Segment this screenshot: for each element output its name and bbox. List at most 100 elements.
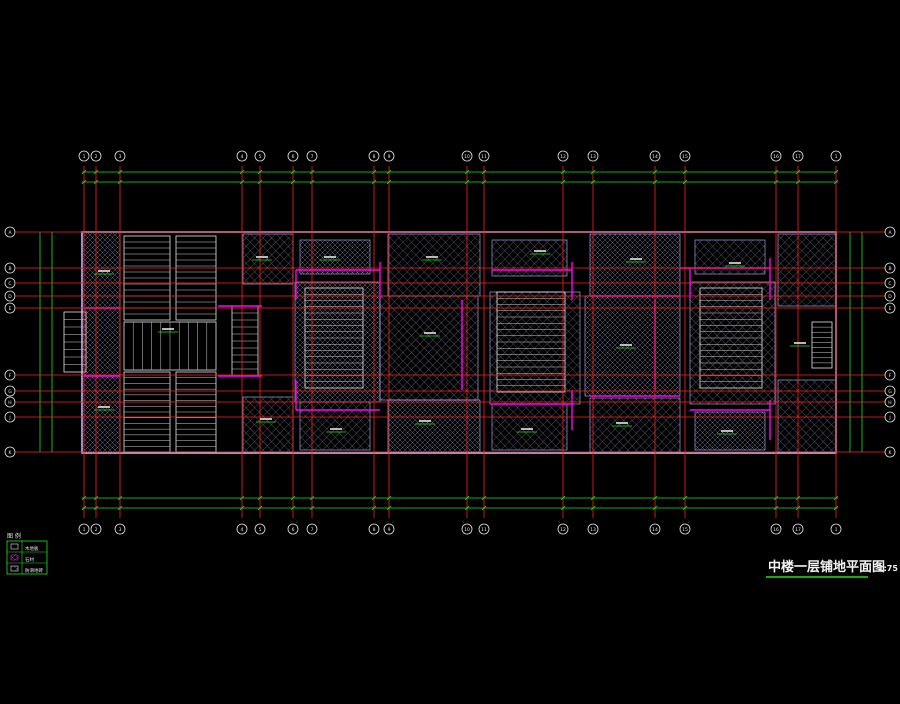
- dimension-tick: [117, 179, 123, 185]
- axis-bubble-circle: [884, 385, 896, 397]
- axis-bubble: 9: [383, 150, 395, 162]
- axis-bubble: 1: [830, 150, 842, 162]
- dimension-tick: [371, 179, 377, 185]
- axis-bubble: 14: [649, 150, 661, 162]
- dimension-tick: [81, 505, 87, 511]
- dimension-tick: [93, 495, 99, 501]
- axis-bubble-label: 1: [83, 527, 86, 533]
- axis-bubble: 3: [114, 150, 126, 162]
- axis-bubble: 4: [236, 150, 248, 162]
- axis-bubble-label: D: [888, 294, 892, 300]
- stair: [123, 371, 171, 453]
- room-label-marker: [422, 256, 442, 261]
- room-label-marker: [420, 332, 440, 337]
- axis-bubble: K: [884, 446, 896, 458]
- axis-bubble-label: 5: [259, 154, 262, 160]
- dimension-tick: [560, 169, 566, 175]
- axis-bubble-label: J: [8, 415, 10, 421]
- axis-bubble: 7: [306, 150, 318, 162]
- room-label-marker: [252, 256, 272, 261]
- dimension-tick: [290, 505, 296, 511]
- legend-swatch-wood: [10, 543, 19, 550]
- hatched-floor-zone: [242, 396, 294, 453]
- axis-bubble: 16: [770, 523, 782, 535]
- hatched-floor-zone: [584, 295, 681, 397]
- dimension-tick: [81, 495, 87, 501]
- dimension-tick: [93, 179, 99, 185]
- axis-bubble-label: 12: [560, 154, 566, 160]
- axis-bubble-circle: [4, 226, 16, 238]
- hatched-floor-zone: [387, 399, 481, 453]
- dimension-tick: [239, 179, 245, 185]
- axis-bubble-circle: [368, 523, 380, 535]
- axis-bubble-label: 10: [464, 527, 470, 533]
- dimension-tick: [481, 179, 487, 185]
- axis-bubble-circle: [114, 523, 126, 535]
- dimension-tick: [290, 495, 296, 501]
- dimension-tick: [464, 495, 470, 501]
- hatched-floor-zone: [589, 233, 681, 297]
- dimension-tick: [290, 179, 296, 185]
- dimension-tick: [590, 179, 596, 185]
- axis-bubble: 12: [557, 150, 569, 162]
- axis-bubble: 10: [461, 150, 473, 162]
- axis-bubble-circle: [461, 150, 473, 162]
- axis-bubble-circle: [557, 150, 569, 162]
- dimension-tick: [239, 169, 245, 175]
- hatched-floor-zone: [299, 401, 371, 451]
- axis-bubble-label: K: [9, 450, 13, 456]
- axis-bubble-label: 7: [311, 154, 314, 160]
- axis-bubble-label: 4: [241, 154, 244, 160]
- axis-bubble-circle: [884, 396, 896, 408]
- axis-bubble-circle: [830, 150, 842, 162]
- dimension-tick: [773, 179, 779, 185]
- axis-bubble-circle: [679, 150, 691, 162]
- dimension-tick: [257, 169, 263, 175]
- axis-bubble-circle: [884, 277, 896, 289]
- room-label-marker: [320, 256, 340, 261]
- axis-bubble-label: H: [8, 400, 11, 406]
- hatched-floor-zone: [694, 239, 766, 275]
- axis-bubble-label: 4: [241, 527, 244, 533]
- dimension-tick: [481, 495, 487, 501]
- axis-bubble-circle: [114, 150, 126, 162]
- stair: [175, 235, 217, 321]
- hatched-floor-zone: [777, 233, 837, 307]
- axis-bubble: 17: [792, 523, 804, 535]
- axis-bubble-circle: [587, 150, 599, 162]
- legend-box: [6, 540, 48, 575]
- dimension-tick: [652, 169, 658, 175]
- dimension-tick: [309, 495, 315, 501]
- axis-bubble-circle: [884, 369, 896, 381]
- axis-bubble: 13: [587, 523, 599, 535]
- axis-bubble: 8: [368, 150, 380, 162]
- room-label-marker: [94, 406, 114, 411]
- axis-bubble-circle: [884, 302, 896, 314]
- stair-outline: [811, 321, 833, 369]
- axis-bubble-circle: [4, 369, 16, 381]
- stair: [123, 321, 217, 371]
- dimension-tick: [833, 505, 839, 511]
- axis-bubble-circle: [4, 385, 16, 397]
- axis-bubble: 15: [679, 523, 691, 535]
- dimension-tick: [309, 179, 315, 185]
- dimension-tick: [795, 495, 801, 501]
- axis-bubble-circle: [478, 150, 490, 162]
- axis-bubble-label: B: [8, 266, 11, 272]
- dimension-tick: [682, 169, 688, 175]
- axis-bubble-label: 16: [773, 527, 779, 533]
- dimension-tick: [652, 505, 658, 511]
- axis-bubble: G: [884, 385, 896, 397]
- axis-bubble-circle: [287, 150, 299, 162]
- dimension-tick: [682, 505, 688, 511]
- axis-bubble: B: [884, 262, 896, 274]
- axis-bubble-circle: [4, 396, 16, 408]
- stair-blocks: [63, 235, 833, 453]
- axis-bubble-circle: [306, 150, 318, 162]
- axis-bubble: 7: [306, 523, 318, 535]
- dimension-tick: [481, 169, 487, 175]
- dimension-tick: [117, 169, 123, 175]
- axis-bubble-circle: [254, 150, 266, 162]
- dimension-tick: [371, 169, 377, 175]
